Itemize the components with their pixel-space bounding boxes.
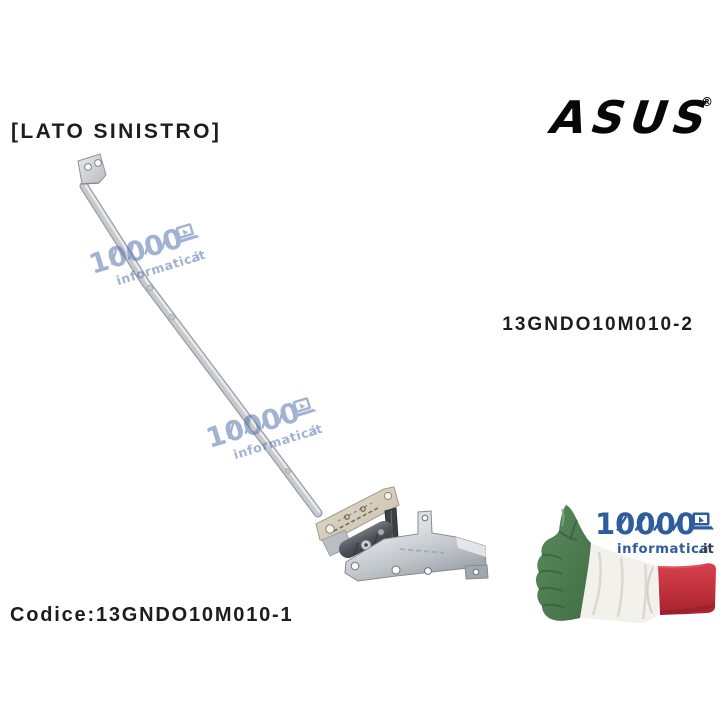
hinge-barrel [339, 521, 393, 558]
seller-domain: informatica [617, 542, 709, 557]
seller-tld: .it [188, 247, 207, 266]
flag-green-fist [536, 505, 591, 621]
seller-tld: .it [305, 421, 324, 440]
product-code: Codice:13GNDO10M010-1 [10, 604, 294, 626]
laptop-icon [689, 512, 714, 530]
side-label: [LATO SINISTRO] [11, 120, 222, 143]
seller-logo: 10000 informatica .it [594, 506, 716, 558]
slashed-zeros [110, 233, 168, 266]
registered-trademark-icon: ® [701, 95, 713, 109]
seller-tld: .it [698, 542, 714, 557]
hinge-mount-bracket [344, 510, 489, 582]
slashed-zeros [227, 407, 285, 440]
hinge-top-bracket [77, 153, 107, 185]
asus-logo: ASUS ® [543, 92, 714, 140]
thumbs-up-hand-icon [536, 505, 716, 623]
laptop-icon [175, 223, 200, 244]
hinge-arm [79, 181, 323, 518]
flag-red-band [658, 563, 716, 615]
seller-number: 10000 [595, 507, 696, 541]
laptop-icon [292, 397, 317, 418]
slashed-zeros [616, 515, 683, 532]
finger-creases [538, 519, 578, 609]
hinge-leaf-plate [315, 486, 400, 543]
part-number: 13GNDO10M010-2 [502, 314, 694, 335]
asus-wordmark: ASUS [543, 92, 714, 140]
